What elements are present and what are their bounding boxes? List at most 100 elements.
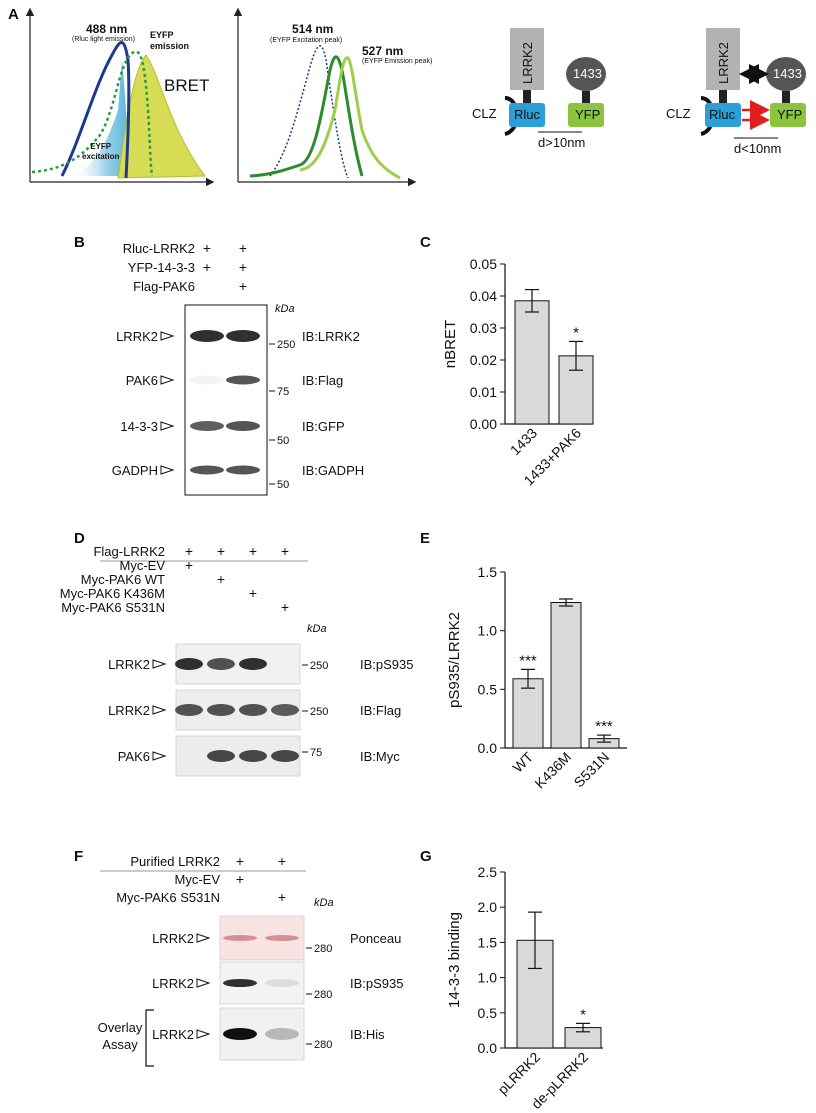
d-arrowhead — [152, 659, 167, 669]
chart-g-category-label: pLRRK2 — [494, 1049, 543, 1098]
f-ib-label: IB:His — [350, 1027, 385, 1042]
chart-c-ylabel: nBRET — [442, 320, 459, 368]
chart-e-ytick-label: 0.5 — [478, 681, 498, 697]
a-eyfp-emission: EYFP emission — [150, 30, 190, 51]
f-kda: kDa — [314, 897, 334, 909]
em-curve-dark — [249, 55, 364, 178]
f-band — [265, 935, 299, 941]
f-band — [265, 1028, 299, 1040]
d-marker-label: 75 — [310, 747, 322, 759]
near-clz-label: CLZ — [666, 106, 691, 121]
b-band — [190, 421, 224, 431]
b-lane-mark: + — [239, 259, 247, 275]
chart-e-significance: *** — [519, 652, 537, 669]
chart-c-ytick-label: 0.01 — [470, 384, 497, 400]
near-rluc-label: Rluc — [709, 107, 736, 122]
a-peak527: 527 nm — [362, 44, 404, 58]
f-band — [223, 935, 257, 941]
f-condition-label: Purified LRRK2 — [130, 854, 220, 869]
chart-c-ytick-label: 0.00 — [470, 416, 497, 432]
d-marker-label: 250 — [310, 660, 328, 672]
d-band — [239, 750, 267, 762]
b-marker-label: 75 — [277, 386, 289, 398]
panel-letter-c: C — [420, 234, 431, 251]
f-protein-label: LRRK2 — [152, 931, 194, 946]
f-protein-label: LRRK2 — [152, 1027, 194, 1042]
b-arrowhead — [160, 421, 175, 431]
em-curve-light — [299, 56, 401, 180]
b-lane-mark: + — [203, 259, 211, 275]
b-ib-label: IB:LRRK2 — [302, 329, 360, 344]
b-ib-label: IB:GADPH — [302, 463, 364, 478]
chart-c-bar — [514, 300, 550, 425]
f-marker-label: 280 — [314, 943, 332, 955]
b-marker-label: 250 — [277, 339, 295, 351]
b-arrowhead — [160, 465, 175, 475]
near-yfp-label: YFP — [777, 107, 803, 122]
d-arrowhead — [152, 751, 167, 761]
f-lane-mark: + — [278, 889, 286, 905]
f-arrowhead — [196, 1029, 211, 1039]
near-distance-label: d<10nm — [734, 141, 782, 156]
d-condition-label: Myc-PAK6 WT — [81, 572, 165, 587]
d-protein-label: LRRK2 — [108, 703, 150, 718]
near-1433-label: 1433 — [773, 66, 802, 81]
b-protein-label: 14-3-3 — [120, 419, 158, 434]
chart-e-category-label: S531N — [571, 749, 613, 791]
chart-e-ylabel: pS935/LRRK2 — [446, 612, 463, 708]
f-band — [223, 979, 257, 987]
a-peak514-sub: (EYFP Excitation peak) — [270, 37, 343, 44]
chart-g-ylabel: 14-3-3 binding — [446, 912, 463, 1008]
b-protein-label: LRRK2 — [116, 329, 158, 344]
chart-g-ytick-label: 1.0 — [478, 970, 498, 986]
far-distance-label: d>10nm — [538, 135, 586, 150]
rluc-box-near — [705, 103, 741, 127]
a-peak488: 488 nm — [86, 22, 128, 36]
d-arrowhead — [152, 705, 167, 715]
b-condition-label: YFP-14-3-3 — [128, 260, 195, 275]
f-ib-label: Ponceau — [350, 931, 401, 946]
f-marker-label: 280 — [314, 989, 332, 1001]
p1433-near — [766, 57, 806, 91]
chart-c-significance: * — [573, 324, 579, 341]
chart-g-significance: * — [580, 1006, 586, 1023]
d-protein-label: PAK6 — [118, 749, 150, 764]
b-band — [226, 421, 260, 431]
d-band — [271, 704, 299, 716]
b-band — [226, 465, 260, 475]
f-arrowhead — [196, 933, 211, 943]
chart-g-ytick-label: 2.5 — [478, 864, 498, 880]
d-lane-mark: + — [281, 543, 289, 559]
lrrk2-box-near — [706, 28, 740, 90]
panel-letter-a: A — [8, 6, 19, 23]
d-condition-label: Myc-PAK6 K436M — [60, 586, 165, 601]
d-band — [207, 750, 235, 762]
chart-e-category-label: WT — [509, 748, 536, 775]
b-lane-mark: + — [239, 240, 247, 256]
exc-peak-curve — [269, 45, 349, 179]
b-lane-mark: + — [203, 240, 211, 256]
chart-g-ytick-label: 1.5 — [478, 934, 498, 950]
rluc-box-far — [509, 103, 545, 127]
d-kda: kDa — [307, 623, 327, 635]
d-band — [207, 704, 235, 716]
chart-c-category-label: 1433 — [507, 425, 540, 458]
far-clz-label: CLZ — [472, 106, 497, 121]
f-lane-mark: + — [236, 853, 244, 869]
f-marker-label: 280 — [314, 1039, 332, 1051]
f-condition-label: Myc-PAK6 S531N — [116, 890, 220, 905]
f-overlay-bracket — [145, 1009, 154, 1067]
chart-c-ytick-label: 0.02 — [470, 352, 497, 368]
f-condition-label: Myc-EV — [175, 872, 221, 887]
lrrk2-box-far — [510, 28, 544, 90]
d-marker-label: 250 — [310, 706, 328, 718]
d-protein-label: LRRK2 — [108, 657, 150, 672]
d-band — [239, 658, 267, 670]
b-band — [190, 375, 224, 385]
chart-e-bar — [512, 678, 544, 749]
d-ib-label: IB:Myc — [360, 749, 400, 764]
panel-letter-g: G — [420, 848, 432, 865]
chart-e-ytick-label: 0.0 — [478, 740, 498, 756]
chart-e-category-label: K436M — [531, 749, 574, 792]
